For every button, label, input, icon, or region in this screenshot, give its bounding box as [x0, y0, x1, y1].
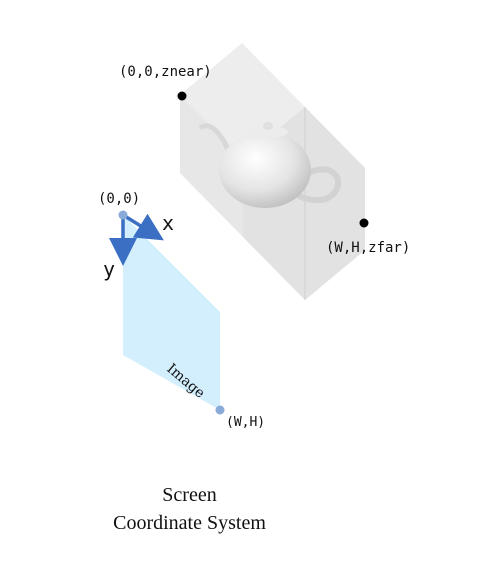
- near-corner-point: [177, 91, 187, 101]
- x-axis-label: x: [162, 211, 174, 235]
- far-corner-label: (W,H,zfar): [326, 240, 410, 256]
- image-plane: [123, 215, 220, 410]
- caption-line-2: Coordinate System: [113, 512, 266, 534]
- x-axis-arrow: [122, 213, 164, 241]
- caption-line-1: Screen: [162, 484, 217, 506]
- origin-point: [118, 210, 128, 220]
- far-corner-point: [359, 218, 369, 228]
- y-axis-label: y: [103, 257, 115, 281]
- near-corner-label: (0,0,znear): [119, 64, 212, 80]
- image-corner-label: (W,H): [226, 415, 265, 430]
- origin-label: (0,0): [98, 191, 140, 207]
- image-corner-point: [215, 405, 225, 415]
- teapot-icon: [198, 122, 342, 208]
